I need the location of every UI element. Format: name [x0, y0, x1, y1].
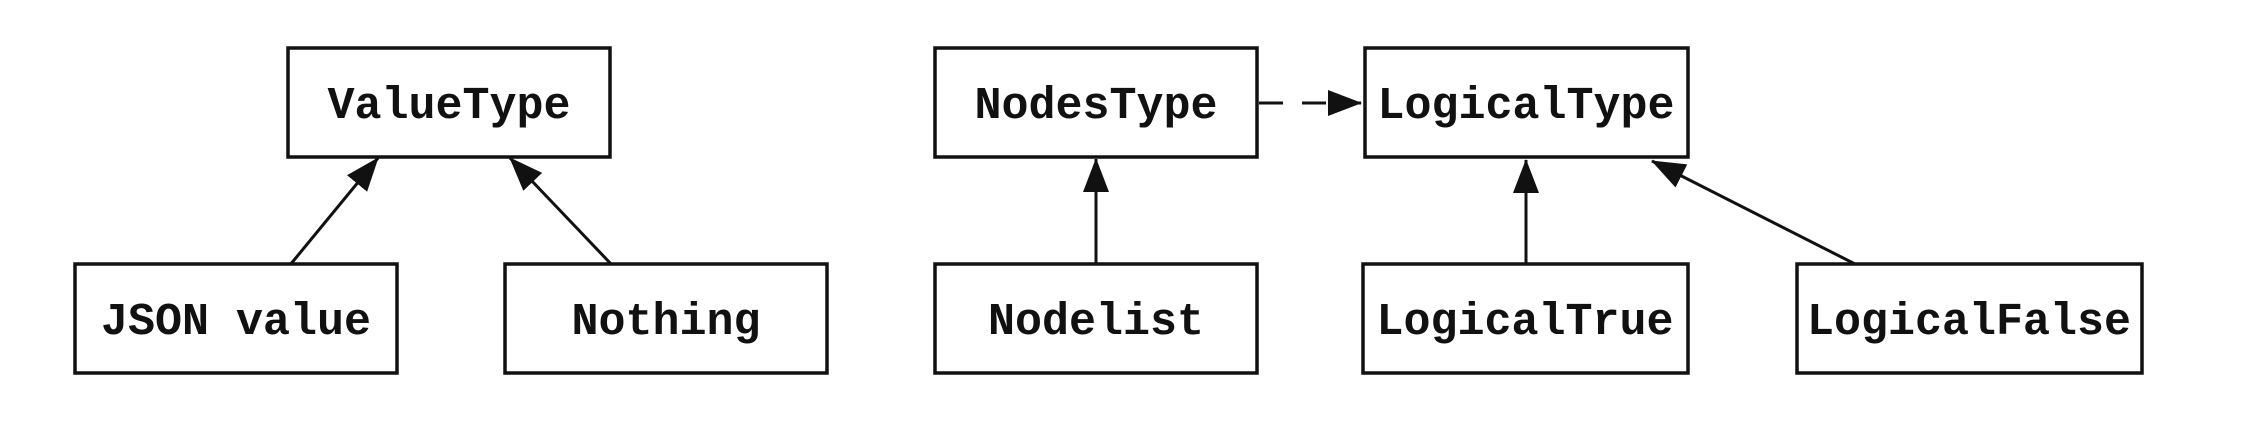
edge-nothing-to-value-type	[508, 156, 614, 267]
node-box	[1363, 46, 1690, 159]
node-box	[933, 46, 1259, 159]
node-box	[933, 262, 1259, 375]
node-box	[503, 262, 829, 375]
node-label: NodesType	[974, 81, 1217, 132]
node-label: JSON value	[101, 297, 371, 348]
node-box	[286, 46, 612, 159]
node-json-value: JSON value	[73, 262, 399, 375]
node-logical-false: LogicalFalse	[1795, 262, 2144, 375]
node-label: Nodelist	[988, 297, 1204, 348]
node-nodes-type: NodesType	[933, 46, 1259, 159]
node-label: ValueType	[327, 81, 570, 132]
node-label: Nothing	[571, 297, 760, 348]
node-nodelist: Nodelist	[933, 262, 1259, 375]
edge-json-value-to-value-type	[288, 157, 380, 266]
node-logical-true: LogicalTrue	[1361, 262, 1690, 375]
node-box	[1361, 262, 1690, 375]
node-label: LogicalTrue	[1376, 297, 1673, 348]
node-label: LogicalType	[1377, 81, 1674, 132]
node-nothing: Nothing	[503, 262, 829, 375]
node-label: LogicalFalse	[1807, 297, 2131, 348]
node-value-type: ValueType	[286, 46, 612, 159]
node-logical-type: LogicalType	[1363, 46, 1690, 159]
node-box	[73, 262, 399, 375]
edge-logical-false-to-logical-type	[1651, 159, 1858, 267]
node-box	[1795, 262, 2144, 375]
